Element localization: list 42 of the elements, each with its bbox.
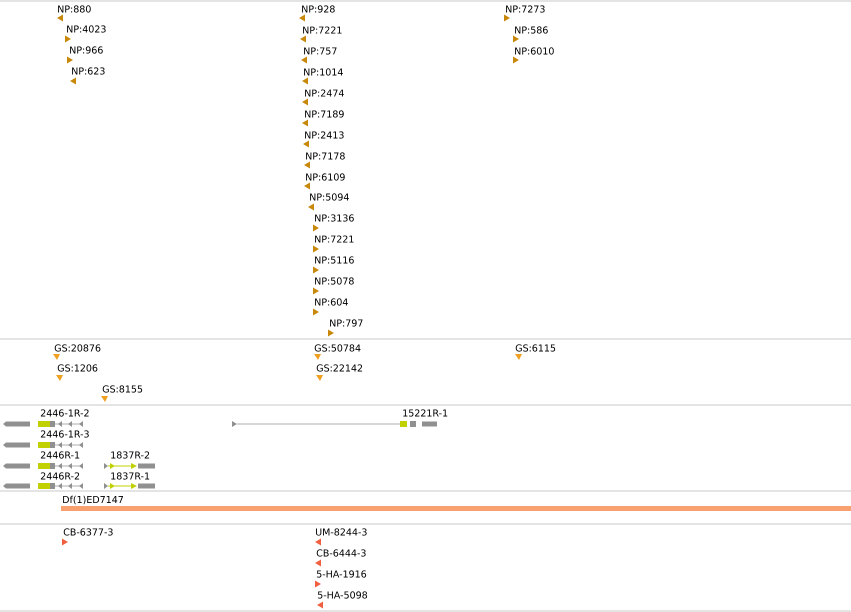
feature-label: NP:5094 (310, 193, 349, 201)
feature-label: NP:928 (302, 5, 335, 13)
feature-label: NP:797 (330, 319, 363, 327)
feature-label: GS:50784 (314, 344, 360, 352)
feature-label: 5-HA-1916 (316, 570, 366, 578)
feature-label: 2446R-1 (40, 451, 80, 459)
feature-label: UM-8244-3 (316, 528, 367, 536)
feature-label: NP:7189 (305, 110, 344, 118)
feature-label: NP:623 (72, 67, 105, 75)
feature-label: NP:1014 (304, 68, 343, 76)
feature-label: NP:7221 (315, 235, 354, 242)
feature-label: NP:966 (70, 46, 103, 54)
feature-label: NP:5116 (315, 256, 354, 264)
feature-label: NP:880 (58, 5, 91, 13)
feature-label: GS:22142 (316, 364, 362, 372)
feature-label: 5-HA-5098 (318, 591, 368, 599)
feature-label: 2446R-2 (40, 472, 80, 480)
feature-label: 15221R-1 (403, 409, 448, 417)
feature-label: NP:5078 (315, 277, 354, 285)
feature-label: 2446-1R-2 (40, 409, 89, 417)
feature-label: GS:20876 (54, 344, 100, 352)
feature-label: NP:7221 (303, 26, 342, 34)
feature-label: GS:6115 (516, 344, 556, 352)
feature-label: CB-6444-3 (316, 549, 366, 557)
feature-label: NP:3136 (315, 214, 354, 222)
feature-label: NP:604 (315, 298, 348, 306)
feature-label: GS:8155 (102, 385, 142, 393)
feature-label: NP:4023 (67, 25, 106, 33)
feature-label: NP:7273 (506, 5, 545, 13)
feature-label: CB-6377-3 (64, 528, 113, 536)
feature-label: GS:1206 (58, 364, 98, 372)
feature-label: NP:2474 (305, 89, 344, 97)
feature-label: 2446-1R-3 (40, 430, 89, 438)
feature-label: 1837R-1 (111, 472, 150, 480)
feature-label: NP:7178 (306, 152, 345, 160)
feature-label: Df(1)ED7147 (63, 496, 123, 504)
feature-label: NP:586 (515, 26, 548, 34)
feature-label: NP:6010 (515, 47, 554, 55)
feature-label: NP:2413 (305, 131, 344, 139)
feature-label: NP:757 (304, 47, 337, 55)
feature-label: NP:6109 (306, 173, 345, 181)
feature-label: 1837R-2 (111, 451, 150, 459)
